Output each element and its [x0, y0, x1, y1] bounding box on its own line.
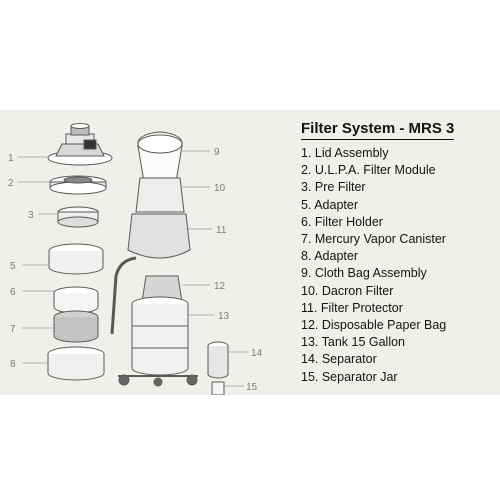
callout-12: 12: [214, 281, 226, 292]
tank-part: [131, 296, 189, 376]
list-item: 2. U.L.P.A. Filter Module: [301, 163, 436, 178]
callout-5: 5: [10, 261, 16, 272]
list-item: 7. Mercury Vapor Canister: [301, 232, 446, 247]
adapter-part-5: [48, 243, 104, 275]
list-item: 8. Adapter: [301, 249, 358, 264]
callout-8: 8: [10, 359, 16, 370]
mercury-vapor-canister-part: [53, 310, 99, 343]
adapter-part-8: [47, 346, 105, 381]
list-item: 9. Cloth Bag Assembly: [301, 266, 427, 281]
cloth-bag-assembly-part: [137, 131, 183, 186]
list-item: 6. Filter Holder: [301, 214, 383, 229]
pre-filter-part: [57, 206, 99, 228]
callout-7: 7: [10, 324, 16, 335]
list-item: 12. Disposable Paper Bag: [301, 318, 447, 333]
separator-jar-part: [211, 381, 225, 395]
filter-holder-part: [53, 286, 99, 314]
list-item: 14. Separator: [301, 352, 377, 367]
callout-10: 10: [214, 183, 226, 194]
callout-1: 1: [8, 153, 14, 164]
dacron-filter-part: [135, 177, 185, 213]
callout-15: 15: [246, 382, 258, 393]
callout-11: 11: [216, 225, 227, 236]
hose-part: [110, 256, 137, 335]
callout-14: 14: [251, 348, 263, 359]
parts-legend: Filter System - MRS 3 1. Lid Assembly 2.…: [301, 120, 497, 386]
callout-13: 13: [218, 311, 230, 322]
ulpa-filter-module-part: [49, 175, 107, 195]
callout-6: 6: [10, 287, 16, 298]
list-item: 13. Tank 15 Gallon: [301, 335, 406, 350]
callout-2: 2: [8, 178, 14, 189]
parts-list: 1. Lid Assembly 2. U.L.P.A. Filter Modul…: [301, 145, 497, 386]
lid-assembly-part: [47, 123, 113, 166]
list-item: 1. Lid Assembly: [301, 146, 389, 160]
list-item: 15. Separator Jar: [301, 369, 398, 384]
list-item: 11. Filter Protector: [301, 300, 403, 315]
callout-3: 3: [28, 210, 34, 221]
legend-title: Filter System - MRS 3: [301, 120, 455, 140]
dolly-part: [118, 374, 198, 387]
separator-part: [207, 341, 229, 379]
list-item: 10. Dacron Filter: [301, 283, 394, 298]
callout-9: 9: [214, 147, 220, 158]
list-item: 5. Adapter: [301, 197, 358, 212]
exploded-parts-diagram: 1 2 3 5 6 7 8 9 10 11 12 13 14 15: [8, 123, 263, 395]
list-item: 3. Pre Filter: [301, 180, 366, 195]
filter-protector-part: [127, 213, 191, 259]
